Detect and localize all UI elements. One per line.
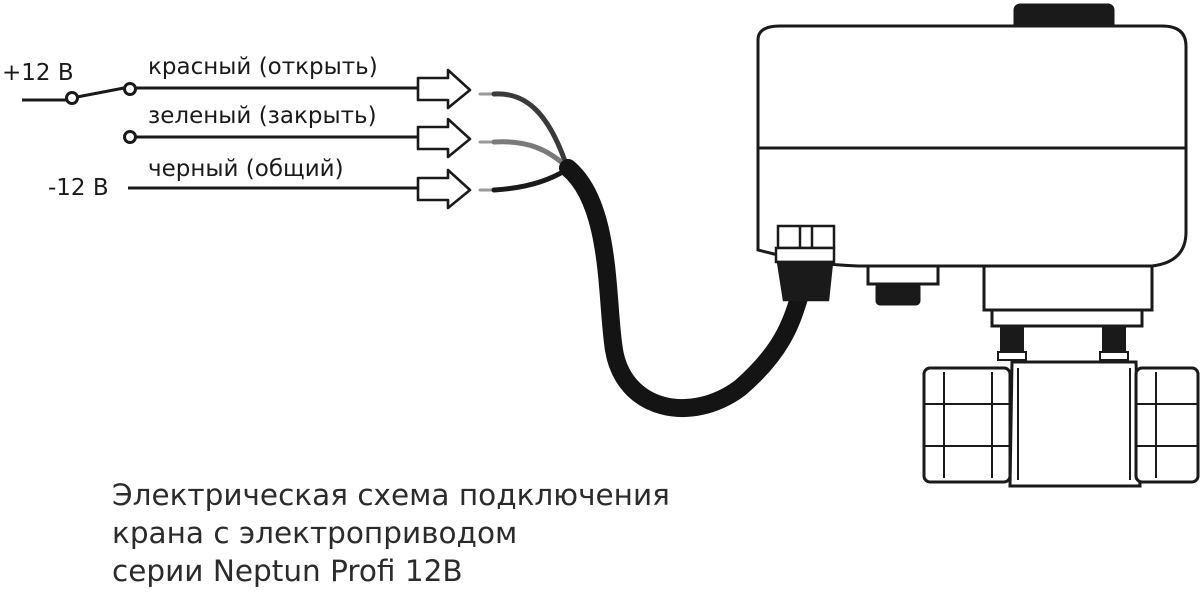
negative-voltage-label: -12 В (48, 175, 109, 201)
actuator (756, 3, 1188, 328)
connector-arrows (416, 68, 472, 210)
wire-ends (478, 91, 569, 193)
wire-label-red: красный (открыть) (148, 54, 378, 80)
ball-valve (922, 360, 1200, 488)
diagram-caption: Электрическая схема подключения крана с … (112, 476, 670, 590)
cable-gland (774, 224, 836, 302)
signal-lines (128, 86, 418, 190)
caption-line-2: крана с электроприводом (112, 516, 518, 550)
actuator-stem-dark (875, 282, 921, 306)
red-wire (491, 91, 569, 167)
coupling-bolts (997, 325, 1129, 361)
black-wire (491, 167, 569, 193)
actuator-stem (866, 264, 940, 286)
valve-right-nut (1134, 366, 1200, 484)
actuator-cover (756, 24, 1188, 150)
wire-label-green: зеленый (закрыть) (148, 103, 377, 129)
mount-bracket (982, 264, 1154, 312)
green-wire (491, 139, 569, 169)
valve-body (1008, 360, 1142, 488)
positive-voltage-label: +12 В (2, 60, 74, 86)
connector-arrow-green (416, 117, 472, 159)
caption-line-1: Электрическая схема подключения (112, 478, 670, 512)
connector-arrow-red (416, 68, 472, 110)
cable (559, 159, 809, 418)
caption-line-3: серии Neptun Profi 12B (112, 554, 463, 588)
switch-symbol (22, 82, 137, 144)
valve-left-nut (922, 366, 1012, 484)
wire-label-black: черный (общий) (148, 156, 344, 182)
connector-arrow-black (416, 168, 472, 210)
